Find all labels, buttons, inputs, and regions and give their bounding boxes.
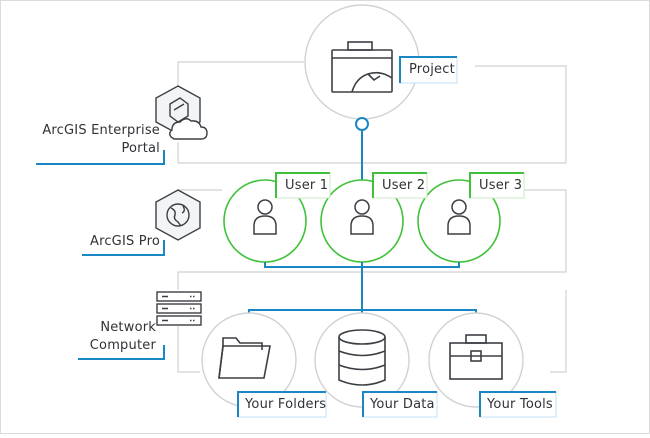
toolbox-icon <box>449 334 503 380</box>
network-bracket-right <box>550 290 567 373</box>
server-stack-icon <box>156 291 202 326</box>
network-bracket-left <box>177 326 200 373</box>
database-icon <box>338 329 386 386</box>
your-folders-label: Your Folders <box>245 397 327 412</box>
pro-tier-label: ArcGIS Pro <box>89 234 160 249</box>
user-icon <box>253 199 471 235</box>
user-label-boxes <box>275 172 525 199</box>
your-data-label: Your Data <box>370 397 435 412</box>
user-2-label: User 2 <box>382 178 426 193</box>
tools-circle <box>428 312 524 408</box>
project-briefcase-icon <box>331 41 393 93</box>
portal-bracket-body <box>177 65 567 164</box>
portal-tier-label: ArcGIS Enterprise Portal <box>42 123 160 156</box>
project-label: Project <box>409 62 455 77</box>
arcgis-pro-globe-icon <box>155 189 201 241</box>
connector-node <box>355 117 369 131</box>
users-group <box>223 172 525 263</box>
user-1-label: User 1 <box>285 178 329 193</box>
resources-group <box>201 312 557 418</box>
folder-icon <box>218 337 271 379</box>
resource-label-boxes <box>237 391 557 418</box>
project-label-accent <box>399 56 457 83</box>
network-tier-label: Network Computer <box>89 320 156 353</box>
user-3-label: User 3 <box>479 178 523 193</box>
tier-label-boxes <box>36 150 165 360</box>
project-node <box>304 4 458 120</box>
your-tools-label: Your Tools <box>487 397 553 412</box>
pro-bracket-body <box>177 189 567 290</box>
portal-cloud-icon <box>155 85 208 140</box>
